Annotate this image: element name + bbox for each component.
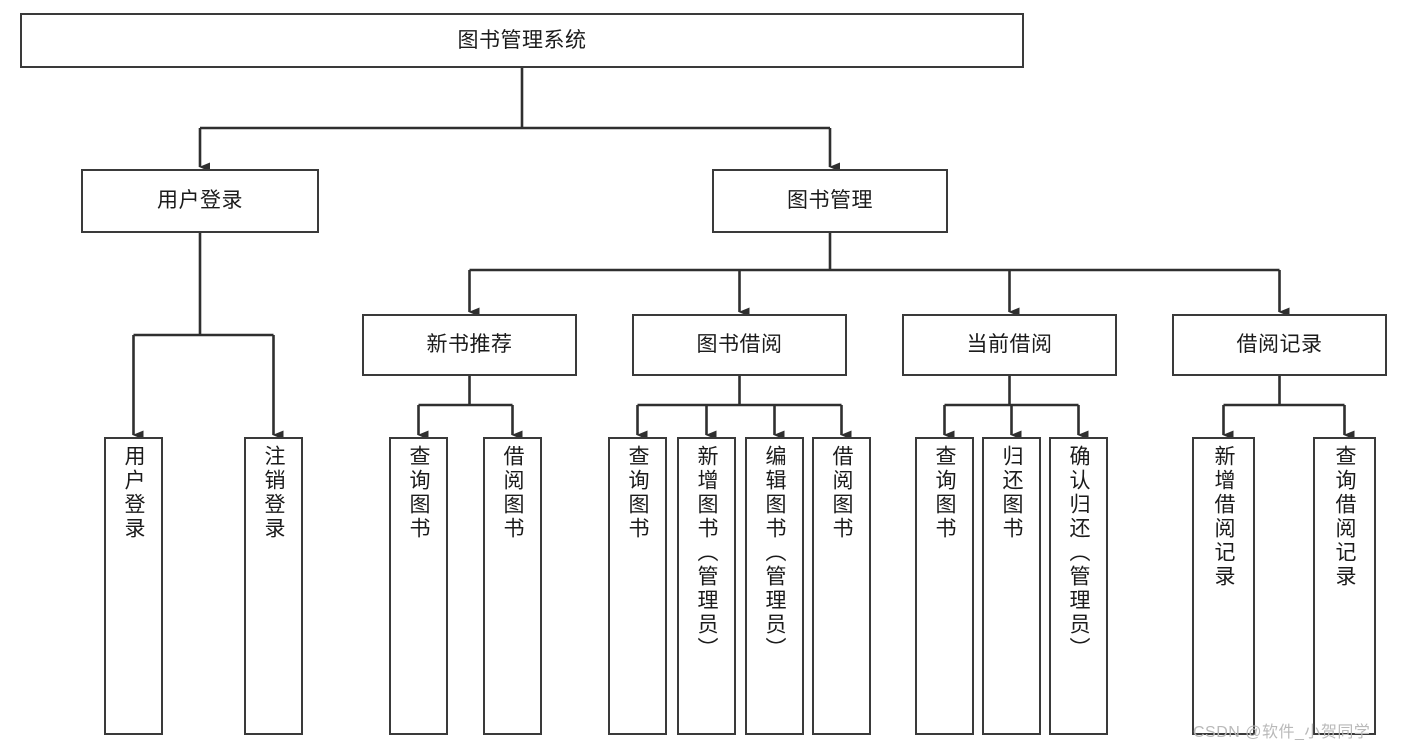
node-label: 用户登录 <box>157 189 243 213</box>
node-leaf-edit-book-admin[interactable]: 编辑图书（管理员） <box>745 437 804 735</box>
node-book-borrow[interactable]: 图书借阅 <box>632 314 847 376</box>
node-label: 查询图书 <box>407 445 430 541</box>
node-label: 图书借阅 <box>696 333 783 357</box>
node-root[interactable]: 图书管理系统 <box>20 13 1024 68</box>
node-label: 查询图书 <box>626 445 649 541</box>
node-label: 用户登录 <box>122 445 145 541</box>
node-current-borrow[interactable]: 当前借阅 <box>902 314 1117 376</box>
node-borrow-record[interactable]: 借阅记录 <box>1172 314 1387 376</box>
node-label: 借阅图书 <box>501 445 524 541</box>
node-label: 归还图书 <box>1000 445 1023 541</box>
node-user-login[interactable]: 用户登录 <box>81 169 319 233</box>
node-label: 查询图书 <box>933 445 956 541</box>
node-label: 当前借阅 <box>966 333 1053 357</box>
node-label: 借阅图书 <box>830 445 853 541</box>
node-leaf-logout[interactable]: 注销登录 <box>244 437 303 735</box>
node-label: 新增借阅记录 <box>1212 445 1235 589</box>
node-label: 注销登录 <box>262 445 285 541</box>
node-label: 确认归还（管理员） <box>1067 445 1090 661</box>
csdn-watermark: CSDN @软件_小贺同学 <box>1193 724 1371 741</box>
node-label: 查询借阅记录 <box>1333 445 1356 589</box>
node-leaf-add-book-admin[interactable]: 新增图书（管理员） <box>677 437 736 735</box>
node-leaf-query-book-current[interactable]: 查询图书 <box>915 437 974 735</box>
node-label: 新书推荐 <box>426 333 513 357</box>
node-book-manage[interactable]: 图书管理 <box>712 169 948 233</box>
node-leaf-query-book-borrow[interactable]: 查询图书 <box>608 437 667 735</box>
node-leaf-borrow-book[interactable]: 借阅图书 <box>812 437 871 735</box>
node-leaf-user-login[interactable]: 用户登录 <box>104 437 163 735</box>
node-new-book-recommend[interactable]: 新书推荐 <box>362 314 577 376</box>
node-label: 编辑图书（管理员） <box>763 445 786 661</box>
node-label: 新增图书（管理员） <box>695 445 718 661</box>
node-leaf-confirm-return-admin[interactable]: 确认归还（管理员） <box>1049 437 1108 735</box>
node-label: 图书管理 <box>787 189 873 213</box>
node-label: 借阅记录 <box>1236 333 1323 357</box>
node-leaf-return-book[interactable]: 归还图书 <box>982 437 1041 735</box>
node-leaf-add-borrow-record[interactable]: 新增借阅记录 <box>1192 437 1255 735</box>
node-leaf-query-book-rec[interactable]: 查询图书 <box>389 437 448 735</box>
node-leaf-query-borrow-record[interactable]: 查询借阅记录 <box>1313 437 1376 735</box>
node-label: 图书管理系统 <box>457 28 587 52</box>
node-leaf-borrow-book-rec[interactable]: 借阅图书 <box>483 437 542 735</box>
